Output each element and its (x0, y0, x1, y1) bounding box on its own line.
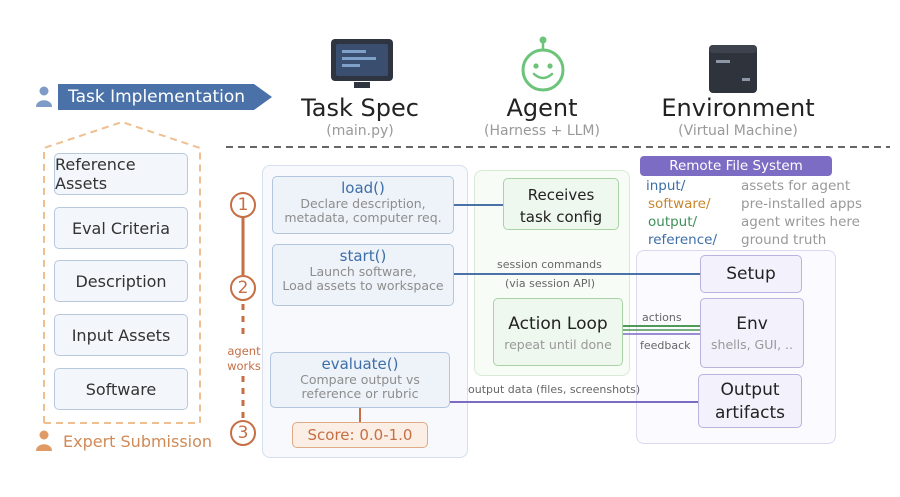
env-box: Env shells, GUI, .. (700, 298, 804, 368)
agent-works-label: agent works (222, 344, 266, 374)
remote-file-system-header: Remote File System (640, 156, 832, 176)
task-implementation-banner: Task Implementation (58, 84, 272, 110)
step-3-circle: 3 (230, 420, 256, 446)
step-timeline (241, 216, 245, 418)
start-box: start() Launch software, Load assets to … (272, 244, 454, 306)
action-loop-box: Action Loop repeat until done (493, 298, 623, 366)
environment-title: Environment (661, 94, 815, 122)
column-header-environment: Environment (Virtual Machine) (650, 94, 826, 140)
step-1-circle: 1 (230, 192, 256, 218)
feedback-label: feedback (640, 339, 691, 352)
expert-submission-label: Expert Submission (63, 432, 213, 451)
agent-subtitle: (Harness + LLM) (484, 123, 600, 139)
person-icon (36, 430, 52, 452)
task-spec-subtitle: (main.py) (326, 123, 394, 139)
receives-box: Receives task config (503, 178, 619, 230)
via-session-api-label: (via session API) (505, 277, 596, 290)
rfs-desc-software: pre-installed apps (741, 196, 863, 212)
output-artifacts-box: Output artifacts (698, 374, 802, 428)
rfs-desc-reference: ground truth (741, 232, 827, 248)
environment-subtitle: (Virtual Machine) (678, 123, 798, 139)
actions-label: actions (642, 311, 682, 324)
agent-title: Agent (506, 94, 578, 122)
left-container-outline (43, 120, 201, 424)
evaluate-box: evaluate() Compare output vs reference o… (270, 352, 450, 408)
load-box: load() Declare description, metadata, co… (272, 176, 454, 234)
column-header-agent: Agent (Harness + LLM) (462, 94, 622, 140)
rfs-dir-output: output/ (648, 214, 698, 230)
left-item-reference-assets: Reference Assets (54, 153, 188, 195)
robot-icon (518, 36, 568, 92)
left-item-description: Description (54, 260, 188, 302)
column-header-task-spec: Task Spec (main.py) (290, 94, 430, 140)
monitor-icon (330, 38, 394, 90)
left-item-eval-criteria: Eval Criteria (54, 207, 188, 249)
rfs-dir-input: input/ (646, 178, 686, 194)
rfs-desc-input: assets for agent (741, 178, 851, 194)
banner-label: Task Implementation (68, 87, 246, 107)
output-data-label: output data (files, screenshots) (468, 383, 641, 396)
task-spec-title: Task Spec (301, 94, 419, 122)
header-divider (226, 146, 890, 148)
setup-box: Setup (700, 255, 802, 293)
person-icon (36, 86, 52, 108)
step-2-circle: 2 (230, 275, 256, 301)
rfs-dir-software: software/ (648, 196, 711, 212)
terminal-icon (708, 44, 758, 94)
score-box: Score: 0.0-1.0 (292, 422, 428, 448)
rfs-dir-reference: reference/ (648, 232, 718, 248)
left-item-software: Software (54, 368, 188, 410)
score-connector (359, 408, 361, 422)
rfs-desc-output: agent writes here (741, 214, 860, 230)
session-commands-label: session commands (497, 258, 602, 271)
left-item-input-assets: Input Assets (54, 314, 188, 356)
